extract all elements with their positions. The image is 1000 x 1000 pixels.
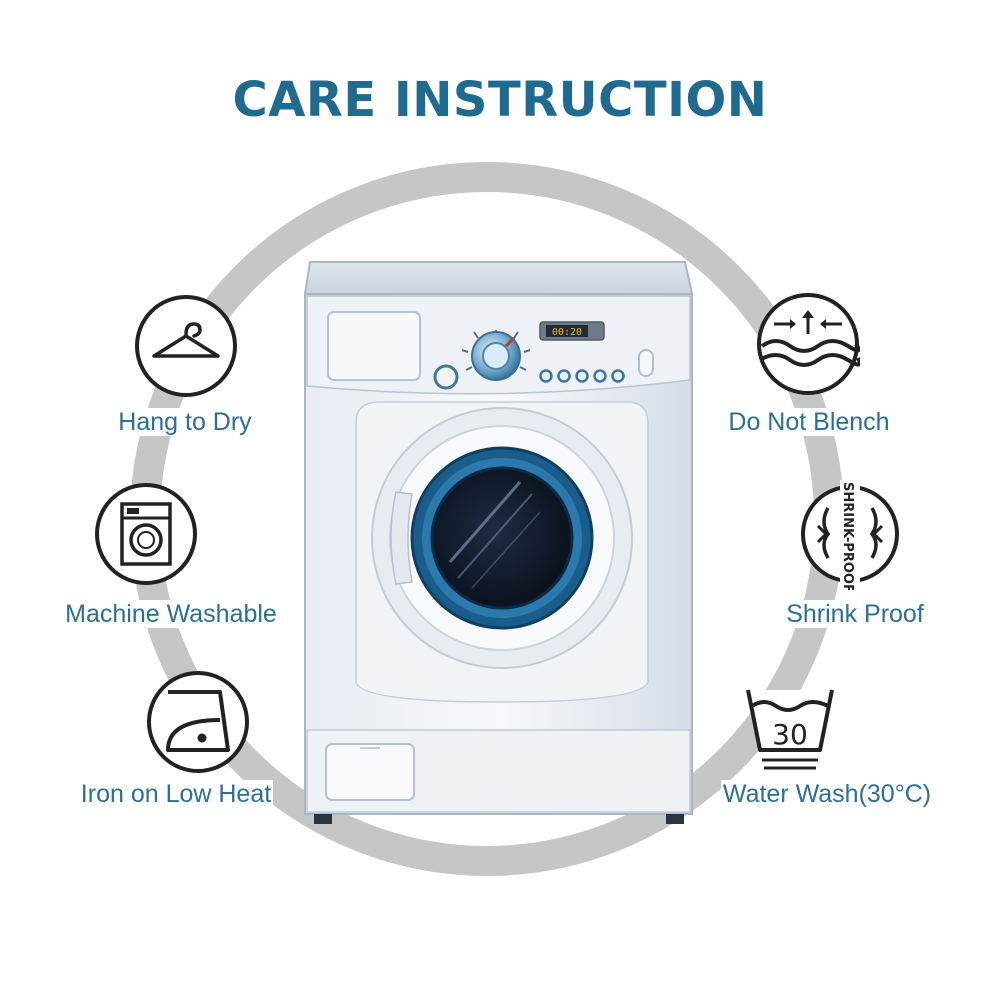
hanger-icon <box>135 295 237 397</box>
program-knob <box>461 330 531 381</box>
do-not-bleach-icon <box>757 293 860 395</box>
wash-temperature: 30 <box>772 718 808 751</box>
label-machine-washable: Machine Washable <box>63 600 279 628</box>
shrink-proof-badge-text: SHRINK-PROOF <box>840 482 855 590</box>
label-water-wash: Water Wash(30°C) <box>720 780 934 808</box>
shrink-proof-icon: SHRINK-PROOF <box>801 480 899 590</box>
label-shrink-proof: Shrink Proof <box>784 600 926 628</box>
washer-display-time: 00:20 <box>552 327 582 338</box>
wash-tub-30-icon: 30 <box>746 689 834 770</box>
page-title: CARE INSTRUCTION <box>232 72 768 128</box>
label-hang-to-dry: Hang to Dry <box>116 408 254 436</box>
washing-machine-illustration: 00:20 <box>303 261 694 824</box>
label-iron-low-heat: Iron on Low Heat <box>78 780 274 808</box>
washing-machine-icon <box>95 483 197 585</box>
iron-low-heat-icon <box>147 671 249 773</box>
label-do-not-bleach: Do Not Blench <box>726 408 892 436</box>
